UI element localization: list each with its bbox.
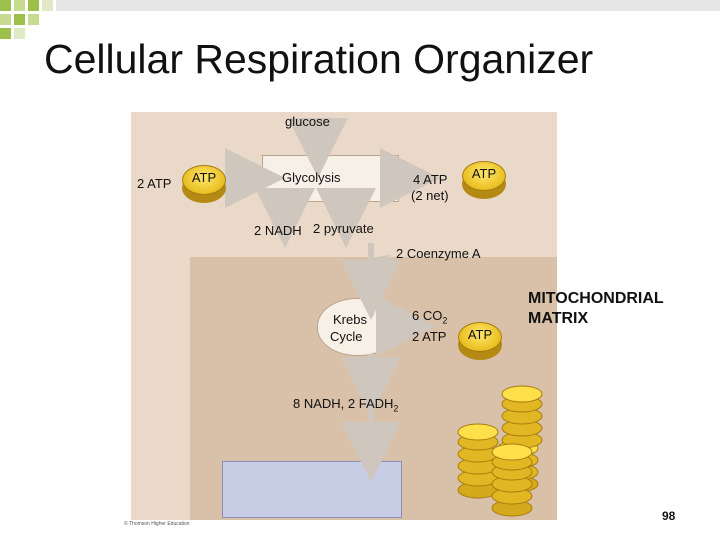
krebs-label-line1: Krebs xyxy=(333,312,367,327)
page-title: Cellular Respiration Organizer xyxy=(44,36,594,82)
decor-square-8 xyxy=(0,28,11,39)
atp-coin-label: ATP xyxy=(471,166,497,181)
atp-coin-label: ATP xyxy=(191,170,217,185)
glucose-label: glucose xyxy=(285,114,330,129)
coin-face xyxy=(458,322,502,352)
atp-input-label: 2 ATP xyxy=(137,176,172,191)
mito-line2: MATRIX xyxy=(528,310,589,327)
decor-bar xyxy=(56,0,720,11)
mitochondrial-matrix-label: MITOCHONDRIAL MATRIX xyxy=(528,289,664,329)
krebs-label-line2: Cycle xyxy=(330,329,363,344)
coin-face xyxy=(462,161,506,191)
coenzyme-label: 2 Coenzyme A xyxy=(396,246,481,261)
decor-square-1 xyxy=(0,0,11,11)
pyruvate-label: 2 pyruvate xyxy=(313,221,374,236)
credit-text: © Thomson Higher Education xyxy=(124,521,190,527)
decor-square-2 xyxy=(14,0,25,11)
decor-square-9 xyxy=(14,28,25,39)
nadh-label: 2 NADH xyxy=(254,223,302,238)
nadh-fadh-text: 8 NADH, 2 FADH xyxy=(293,396,394,411)
decor-square-6 xyxy=(14,14,25,25)
net-atp-label: (2 net) xyxy=(411,188,449,203)
page-number: 98 xyxy=(662,509,676,523)
atp-coin-krebs: ATP xyxy=(458,322,502,360)
atp-coin-input: ATP xyxy=(182,165,226,203)
decor-square-5 xyxy=(0,14,11,25)
decor-square-3 xyxy=(28,0,39,11)
co2-label: 6 CO2 xyxy=(412,308,447,326)
arrow-coenzyme xyxy=(369,255,391,276)
atp-coin-stack-bottom xyxy=(491,443,533,517)
coin-face xyxy=(182,165,226,195)
fadh-subscript: 2 xyxy=(393,403,399,414)
decor-square-7 xyxy=(28,14,39,25)
glycolysis-label: Glycolysis xyxy=(282,170,341,185)
atp-output-label: 4 ATP xyxy=(413,172,448,187)
atp-coin-glycolysis: ATP xyxy=(462,161,506,199)
nadh-fadh-label: 8 NADH, 2 FADH2 xyxy=(293,396,398,414)
atp-coin-label: ATP xyxy=(467,327,493,342)
krebs-atp-label: 2 ATP xyxy=(412,329,447,344)
mito-line1: MITOCHONDRIAL xyxy=(528,290,664,307)
decor-square-4 xyxy=(42,0,53,11)
co2-subscript: 2 xyxy=(442,315,448,326)
atp-coin-stack-left xyxy=(457,423,499,499)
co2-text: 6 CO xyxy=(412,308,443,323)
